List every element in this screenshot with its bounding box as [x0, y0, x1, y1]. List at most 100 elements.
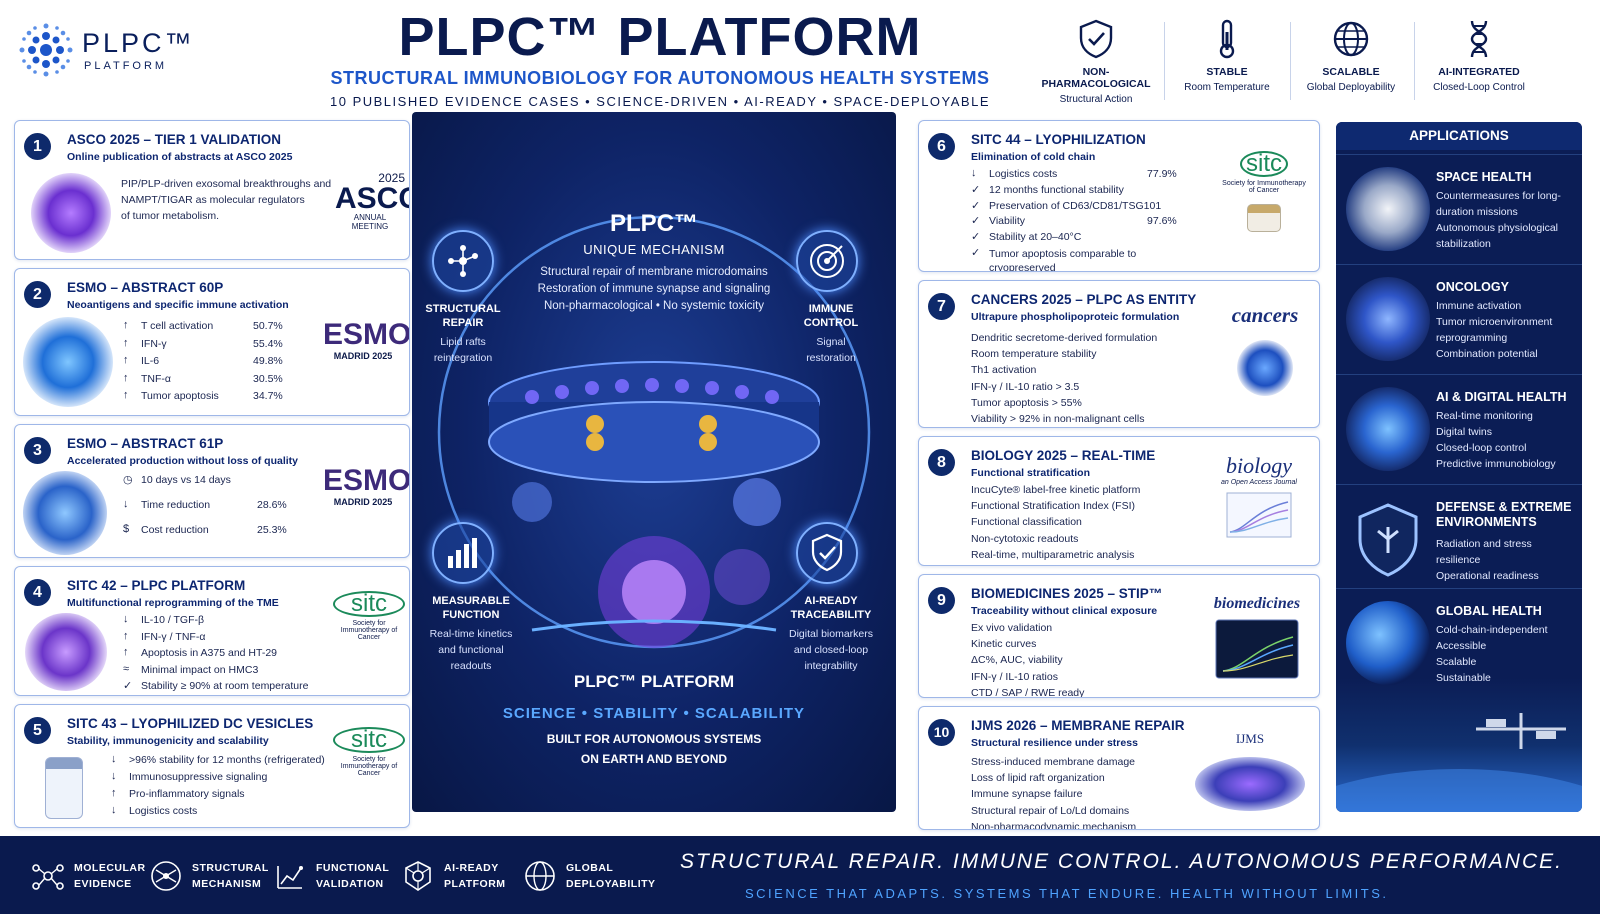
stat-label: Functional classification: [971, 516, 1082, 529]
footer-slogan-secondary: SCIENCE THAT ADAPTS. SYSTEMS THAT ENDURE…: [745, 886, 1389, 901]
plpc-logo[interactable]: PLPC™ PLATFORM: [18, 18, 192, 78]
center-line: Structural repair of membrane microdomai…: [540, 266, 768, 278]
arrow-up-icon: ↑: [123, 319, 129, 331]
stat-row: Real-time, multiparametric analysis: [971, 548, 1201, 564]
stat-label: Viability > 92% in non-malignant cells: [971, 412, 1145, 425]
evidence-card-1[interactable]: 1 ASCO 2025 – TIER 1 VALIDATION Online p…: [14, 120, 410, 260]
footer-label: FUNCTIONAL VALIDATION: [316, 862, 390, 890]
stats-list: IncuCyte® label-free kinetic platform Fu…: [971, 483, 1201, 564]
feature-title: SCALABLE: [1322, 66, 1380, 78]
stat-row: ΔC%, AUC, viability: [971, 653, 1201, 669]
stat-label: Minimal impact on HMC3: [141, 663, 259, 676]
application-line: Real-time monitoring: [1436, 410, 1533, 422]
stat-row: ≈ Minimal impact on HMC3: [123, 663, 338, 680]
card-number: 3: [24, 437, 51, 464]
note-line: NAMPT/TIGAR as molecular regulators: [121, 194, 305, 206]
stat-value: 34.7%: [253, 390, 283, 402]
stat-row: Immune synapse failure: [971, 787, 1201, 803]
stat-row: Functional Stratification Index (FSI): [971, 499, 1201, 515]
application-line: Autonomous physiological stabilization: [1436, 222, 1558, 250]
evidence-card-9[interactable]: 9 BIOMEDICINES 2025 – STIP™ Traceability…: [918, 574, 1320, 698]
card-title: ESMO – ABSTRACT 61P: [67, 436, 224, 451]
virus-image-icon: [25, 613, 107, 691]
mechanism-title: STRUCTURAL REPAIR: [425, 303, 501, 329]
logo-bottom: Society for Immunotherapy of Cancer: [340, 756, 398, 777]
molecule-icon: [432, 230, 494, 292]
mechanism-immune-control: IMMUNE CONTROL Signal restoration: [776, 302, 886, 366]
evidence-card-6[interactable]: 6 SITC 44 – LYOPHILIZATION Elimination o…: [918, 120, 1320, 272]
stat-row: Structural repair of Lo/Ld domains: [971, 804, 1201, 820]
evidence-card-3[interactable]: 3 ESMO – ABSTRACT 61P Accelerated produc…: [14, 424, 410, 558]
check-icon: ✓: [971, 246, 981, 259]
stat-label: Room temperature stability: [971, 348, 1097, 361]
shield-check-icon: [796, 522, 858, 584]
logo-bottom: ANNUAL MEETING: [351, 213, 389, 231]
logo-main: IJMS: [1235, 731, 1265, 746]
globe-icon: [1346, 601, 1430, 685]
stats-list: Ex vivo validation Kinetic curves ΔC%, A…: [971, 621, 1201, 697]
ai-icon: [405, 861, 431, 891]
application-defense-extreme[interactable]: DEFENSE & EXTREME ENVIRONMENTS Radiation…: [1336, 484, 1582, 588]
application-oncology[interactable]: ONCOLOGY Immune activation Tumor microen…: [1336, 264, 1582, 374]
feature-stable: STABLE Room Temperature: [1168, 18, 1286, 103]
stat-row: Room temperature stability: [971, 347, 1201, 363]
card-number: 6: [928, 133, 955, 160]
application-line: Closed-loop control: [1436, 442, 1527, 454]
stat-label: IL-6: [141, 355, 160, 367]
cell-image-icon: [1237, 340, 1293, 396]
arrow-down-icon: ↓: [111, 753, 117, 765]
biomedicines-logo: biomedicines: [1203, 595, 1311, 684]
evidence-card-4[interactable]: 4 SITC 42 – PLPC PLATFORM Multifunctiona…: [14, 566, 410, 696]
evidence-card-2[interactable]: 2 ESMO – ABSTRACT 60P Neoantigens and sp…: [14, 268, 410, 416]
feature-title: AI-INTEGRATED: [1438, 66, 1520, 78]
bar-chart-icon: [432, 522, 494, 584]
target-icon: [796, 230, 858, 292]
biology-logo: biology an Open Access Journal: [1209, 453, 1309, 543]
card-number: 9: [928, 587, 955, 614]
asco-logo: 2025 ASCO ANNUAL MEETING: [335, 171, 409, 231]
application-space-health[interactable]: SPACE HEALTH Countermeasures for long-du…: [1336, 154, 1582, 264]
stat-label: Logistics costs: [129, 805, 198, 817]
stat-label: Time reduction: [141, 499, 211, 511]
evidence-card-10[interactable]: 10 IJMS 2026 – MEMBRANE REPAIR Structura…: [918, 706, 1320, 830]
card-title: SITC 42 – PLPC PLATFORM: [67, 578, 246, 593]
mechanism-sub: Signal restoration: [806, 336, 856, 364]
arrow-up-icon: ↑: [111, 787, 117, 799]
stat-row: ✓Preservation of CD63/CD81/TSG101: [971, 199, 1201, 215]
astronaut-icon: [1346, 167, 1430, 251]
application-line: Operational readiness: [1436, 570, 1539, 582]
arrow-up-icon: ↑: [123, 336, 129, 349]
application-line: Radiation and stress resilience: [1436, 538, 1532, 566]
sitc-logo: sitc Society for Immunotherapy of Cancer: [333, 591, 405, 641]
footer-label: AI-READY PLATFORM: [444, 862, 506, 890]
center-bottom-title: PLPC™ PLATFORM: [573, 672, 735, 691]
stat-row: ↑Apoptosis in A375 and HT-29: [123, 646, 338, 663]
feature-divider: [1164, 22, 1165, 100]
approx-icon: ≈: [123, 662, 130, 675]
logo-main: ASCO: [335, 182, 409, 215]
logo-main: sitc: [333, 727, 405, 753]
stat-label: Non-pharmacodynamic mechanism: [971, 820, 1137, 830]
note-line: of tumor metabolism.: [121, 210, 220, 222]
evidence-card-7[interactable]: 7 CANCERS 2025 – PLPC AS ENTITY Ultrapur…: [918, 280, 1320, 428]
application-title: SPACE HEALTH: [1436, 170, 1532, 184]
logo-bottom: Society for Immunotherapy of Cancer: [340, 620, 398, 641]
stat-label: IncuCyte® label-free kinetic platform: [971, 484, 1141, 496]
stat-row: ↓Logistics costs: [111, 804, 341, 821]
application-global-health[interactable]: GLOBAL HEALTH Cold-chain-independent Acc…: [1336, 588, 1582, 812]
footer-label: GLOBAL DEPLOYABILITY: [566, 862, 656, 890]
thermometer-icon: [1219, 19, 1235, 59]
application-ai-digital-health[interactable]: AI & DIGITAL HEALTH Real-time monitoring…: [1336, 374, 1582, 484]
virus-image-icon: [23, 317, 113, 407]
mechanism-sub: Lipid rafts reintegration: [433, 336, 493, 364]
application-line: Immune activation: [1436, 300, 1522, 312]
logo-main: ESMO: [323, 318, 410, 351]
evidence-card-5[interactable]: 5 SITC 43 – LYOPHILIZED DC VESICLES Stab…: [14, 704, 410, 828]
evidence-card-8[interactable]: 8 BIOLOGY 2025 – REAL-TIME Functional st…: [918, 436, 1320, 566]
stat-row: Ex vivo validation: [971, 621, 1201, 637]
stat-value: 55.4%: [253, 337, 283, 350]
